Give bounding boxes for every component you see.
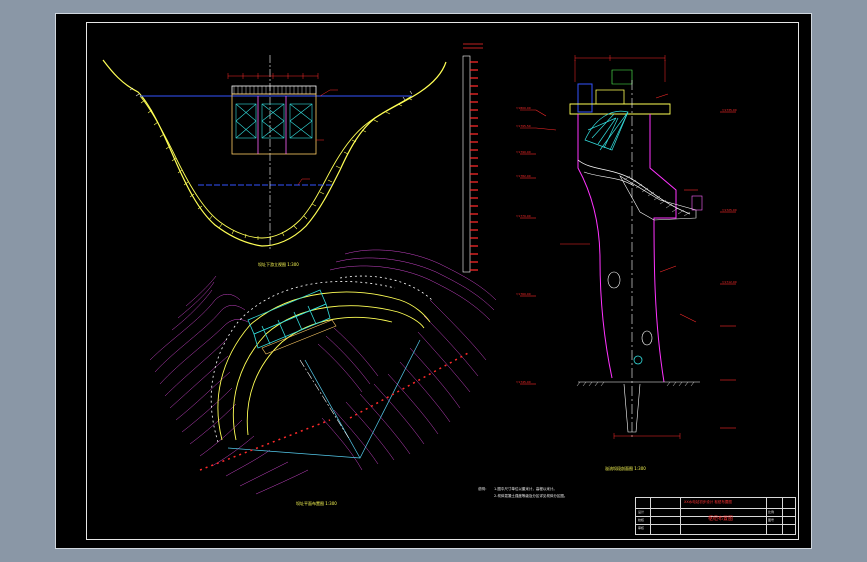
grout-curtain (623, 383, 641, 433)
title-block-cell: 审核 (638, 526, 645, 530)
drawing-frame-inner (86, 22, 799, 540)
title-block-title: 枢纽布置图 (708, 516, 734, 522)
notes-line-1: 1.图中尺寸单位以厘米计，高程以米计。 (494, 487, 557, 491)
elevation-label: ▽1712.00 (722, 280, 737, 284)
contours-right (317, 249, 497, 471)
terrain-outer-line (102, 59, 447, 247)
title-block: XX水电站初步设计 枢纽布置图 枢纽布置图 设计 校核 审核 比例 图号 (635, 497, 796, 535)
elevation-label: ▽1770.00 (516, 214, 531, 218)
notes-heading: 说明： (478, 487, 489, 491)
spillway-profile (520, 55, 736, 440)
crest-blue-gate (577, 83, 593, 113)
dam-upstream-face (577, 114, 613, 379)
title-block-cell: 比例 (768, 510, 775, 514)
dam-foundation-arc (210, 281, 396, 443)
valley-cross-section (102, 55, 447, 250)
flip-bucket-hatch (619, 175, 697, 221)
profile-caption: 溢流坝段剖面图 1:300 (605, 466, 646, 471)
title-block-cell: 校核 (638, 518, 645, 522)
elevation-label: ▽1735.00 (722, 108, 737, 112)
plan-spillway-gates (247, 289, 331, 349)
foundation-gallery (633, 355, 643, 365)
plan-boundary (227, 339, 421, 459)
spillway-gates (235, 103, 313, 139)
elevation-label: ▽1725.00 (722, 208, 737, 212)
contours-left (149, 275, 309, 495)
drawing-frame-outer (55, 13, 812, 549)
elevation-scale (462, 43, 483, 273)
elevation-label: ▽1760.00 (516, 292, 531, 296)
cross-section-caption: 坝址下游立视图 1:300 (258, 262, 299, 267)
elevation-label: ▽1745.00 (516, 380, 531, 384)
spillway-body (231, 93, 317, 155)
plan-red-axes (199, 351, 471, 471)
elevation-label: ▽1800.00 (516, 106, 531, 110)
top-dimension-chain (227, 73, 319, 79)
drainage-gallery-upper (607, 271, 621, 289)
elevation-label: ▽1790.00 (516, 150, 531, 154)
title-block-cell: 图号 (768, 518, 775, 522)
elevation-label: ▽1782.00 (516, 174, 531, 178)
title-block-cell: 设计 (638, 510, 645, 514)
excavation-line (139, 95, 413, 239)
plan-view-caption: 坝址平面布置图 1:300 (296, 501, 337, 506)
radial-gate (584, 110, 629, 151)
elevation-label: ▽1795.50 (516, 124, 531, 128)
notes-line-2: 2.坝体混凝土强度等级及分区详见坝体分区图。 (494, 494, 568, 498)
drainage-gallery-lower (641, 330, 653, 346)
spillway-ogee (577, 159, 691, 215)
bridge-deck (569, 103, 671, 115)
spillway-piers (257, 96, 287, 154)
terrain-hatch-ticks (140, 97, 413, 241)
dam-downstream-face (649, 114, 677, 383)
arch-dam-arcs (217, 291, 431, 441)
plan-view (149, 249, 497, 495)
title-block-header: XX水电站初步设计 枢纽布置图 (684, 500, 732, 504)
